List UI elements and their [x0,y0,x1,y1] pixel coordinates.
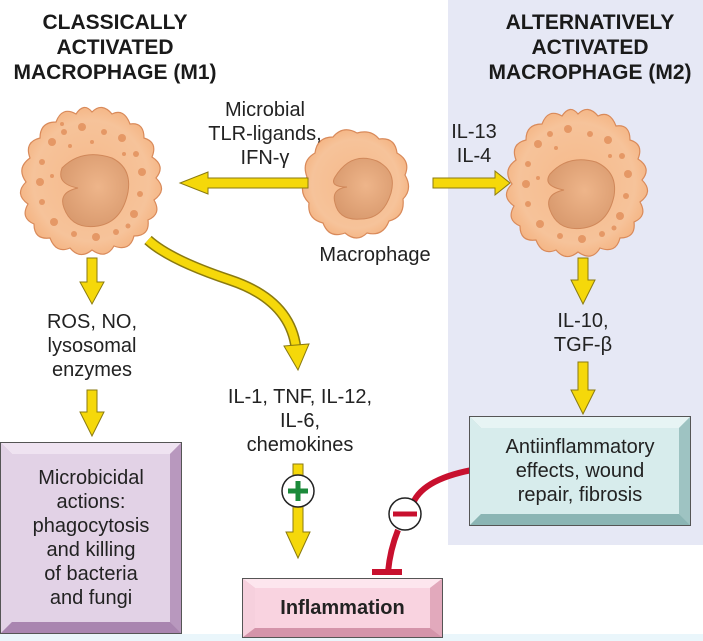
ros-line: ROS, NO, [46,311,137,333]
microbicidal-line: actions: [56,491,126,513]
m2-products-label: IL-10, TGF-β [530,309,636,357]
m2-title-line: ALTERNATIVELY [505,11,675,34]
arrow-il10-to-antiinflammatory [570,361,596,416]
arrow-to-m1 [178,171,309,195]
arrow-m1-to-ros [79,257,105,306]
m2-stimuli-label: IL-13 IL-4 [446,120,502,168]
cytokines-label: IL-1, TNF, IL-12, IL-6, chemokines [200,385,400,457]
inflammation-box: Inflammation [242,578,443,638]
m1-stimulus-line: Microbial [224,99,306,121]
m2-title-line: ACTIVATED [531,36,649,59]
arrow-plus-to-inflammation [285,502,311,560]
inhibition-line [409,467,473,508]
microbicidal-line: of bacteria [44,563,138,585]
m1-stimulus-line: IFN-γ [240,147,290,169]
m2-product-line: IL-10, [557,310,609,332]
ros-line: enzymes [51,359,133,381]
m1-stimulus-line: TLR-ligands, [208,123,322,145]
microbicidal-actions-box: Microbicidal actions: phagocytosis and k… [0,442,182,634]
inhibit-minus-icon [388,497,422,531]
cytokine-line: chemokines [246,434,354,456]
antiinflammatory-line: Antiinflammatory [505,436,655,458]
box-bevel [469,416,691,526]
m2-product-line: TGF-β [553,334,613,356]
m1-title-line: CLASSICALLY [42,11,188,34]
m1-title-line: ACTIVATED [56,36,174,59]
m1-title: CLASSICALLY ACTIVATED MACROPHAGE (M1) [0,10,230,85]
microbicidal-line: and killing [46,539,136,561]
resting-macrophage-icon [301,129,410,239]
arrow-ros-to-microbicidal [79,389,105,438]
stimulate-plus-icon [281,474,315,508]
antiinflammatory-box: Antiinflammatory effects, wound repair, … [469,416,691,526]
microbicidal-line: and fungi [49,587,133,609]
ros-line: lysosomal [47,335,137,357]
antiinflammatory-line: effects, wound [515,460,645,482]
arrow-to-m2 [432,169,511,197]
antiinflammatory-line: repair, fibrosis [517,484,643,506]
box-bevel [242,578,443,638]
macrophage-label: Macrophage [319,244,431,266]
microbicidal-line: Microbicidal [38,467,144,489]
m2-title-line: MACROPHAGE (M2) [488,61,692,84]
cytokine-line: IL-6, [279,410,321,432]
m1-activated-macrophage-icon [19,106,163,256]
box-bevel [0,442,182,634]
m1-stimuli-label: Microbial TLR-ligands, IFN-γ [180,98,350,170]
m2-stimulus-line: IL-4 [456,145,492,167]
cytokine-line: IL-1, TNF, IL-12, [227,386,373,408]
m2-stimulus-line: IL-13 [451,121,497,143]
ros-products-label: ROS, NO, lysosomal enzymes [12,310,172,382]
m2-activated-macrophage-icon [505,108,649,258]
m2-title: ALTERNATIVELY ACTIVATED MACROPHAGE (M2) [470,10,703,85]
arrow-m2-to-il10 [570,257,596,306]
inflammation-label: Inflammation [280,597,405,619]
m1-title-line: MACROPHAGE (M1) [13,61,217,84]
microbicidal-line: phagocytosis [32,515,150,537]
